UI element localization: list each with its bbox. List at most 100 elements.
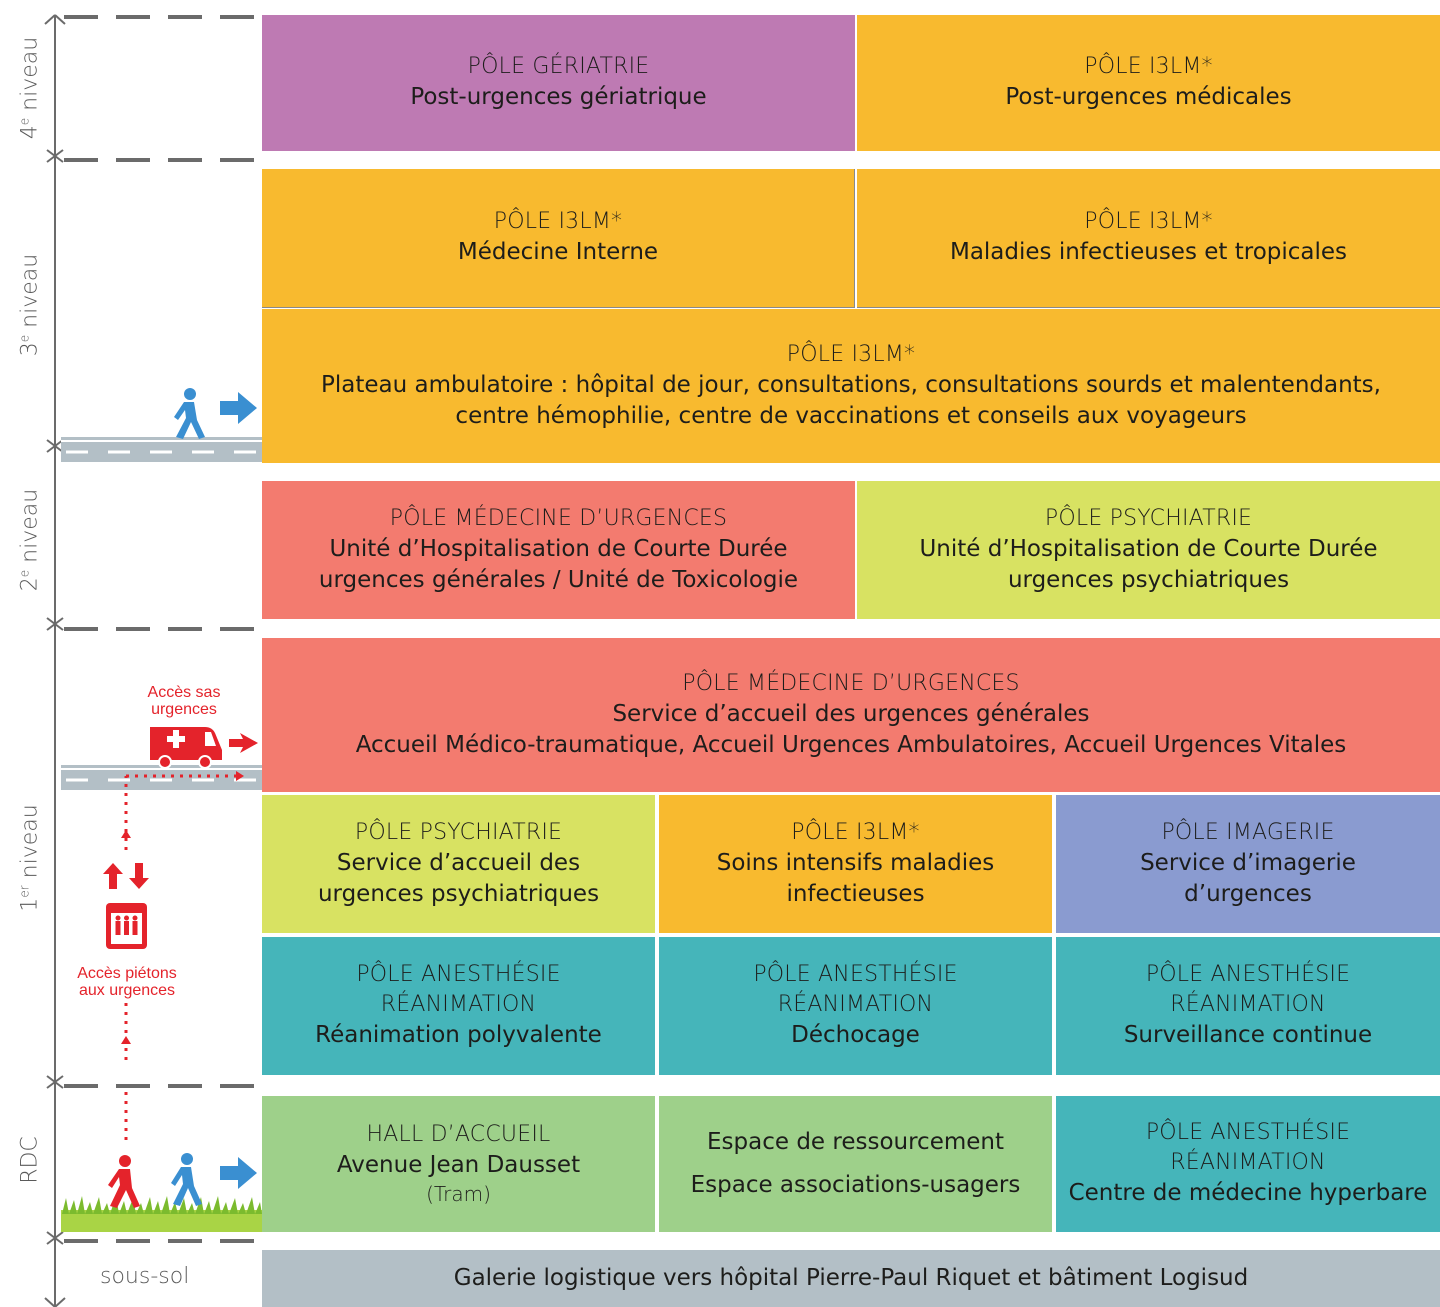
level-label-2: 2e niveau (17, 489, 42, 591)
block-soins-intensifs: PÔLE I3LM* Soins intensifs maladies infe… (659, 795, 1052, 933)
service-line: d’urgences (1184, 880, 1312, 907)
pole-label: PÔLE ANESTHÉSIE (1145, 1120, 1351, 1146)
block-medecine-interne: PÔLE I3LM* Médecine Interne (262, 169, 855, 308)
pole-label: PÔLE I3LM* (1084, 54, 1213, 80)
level-word: niveau (17, 253, 43, 335)
service-label: Centre de médecine hyperbare (1068, 1180, 1428, 1207)
level-number: 2 (17, 577, 43, 592)
pietons-urgences-label: Accès piétons aux urgences (77, 965, 177, 999)
pole-label: HALL D’ACCUEIL (366, 1121, 551, 1147)
pole-label: PÔLE ANESTHÉSIE (356, 962, 561, 988)
service-label: Post-urgences gériatrique (410, 84, 707, 111)
service-line: Unité d’Hospitalisation de Courte Durée (919, 535, 1378, 562)
service-line: urgences générales / Unité de Toxicologi… (318, 566, 799, 593)
pole-label: RÉANIMATION (1170, 992, 1326, 1018)
block-uhcd-psychiatrie: PÔLE PSYCHIATRIE Unité d’Hospitalisation… (857, 481, 1440, 619)
block-i3lm-post-urgences: PÔLE I3LM* Post-urgences médicales (857, 15, 1440, 151)
block-maladies-infectieuses: PÔLE I3LM* Maladies infectieuses et trop… (857, 169, 1440, 308)
level-word: niveau (17, 804, 43, 886)
service-label: Post-urgences médicales (1005, 84, 1292, 111)
road-level1 (61, 765, 262, 790)
service-label: Avenue Jean Dausset (336, 1151, 581, 1178)
pedestrian-icon-level3 (174, 388, 205, 439)
arrow-right-icon (220, 1157, 257, 1189)
block-imagerie-urgences: PÔLE IMAGERIE Service d’imagerie d’urgen… (1056, 795, 1440, 933)
elevator-icon (103, 863, 149, 949)
block-accueil-urgences-generales: PÔLE MÉDECINE D’URGENCES Service d’accue… (262, 638, 1440, 792)
road-level3 (61, 437, 262, 462)
ambulance-icon (150, 727, 222, 769)
arrow-right-icon (220, 392, 257, 424)
level-label-rdc: RDC (17, 1136, 43, 1184)
block-plateau-ambulatoire: PÔLE I3LM* Plateau ambulatoire : hôpital… (262, 309, 1440, 463)
level-number: 4 (17, 125, 43, 140)
level-word: niveau (17, 36, 43, 118)
service-label: Galerie logistique vers hôpital Pierre-P… (453, 1264, 1249, 1291)
arrow-right-icon (229, 733, 258, 753)
block-medecine-hyperbare: PÔLE ANESTHÉSIE RÉANIMATION Centre de mé… (1056, 1096, 1440, 1232)
pole-label: PÔLE PSYCHIATRIE (354, 819, 563, 845)
service-label: Surveillance continue (1123, 1022, 1373, 1049)
service-line: Accueil Médico-traumatique, Accueil Urge… (355, 731, 1347, 758)
level-label-4: 4e niveau (17, 37, 42, 139)
service-line: Espace de ressourcement (707, 1128, 1004, 1155)
service-line: urgences psychiatriques (1007, 566, 1290, 593)
block-dechocage: PÔLE ANESTHÉSIE RÉANIMATION Déchocage (659, 937, 1052, 1075)
pole-label: RÉANIMATION (1170, 1150, 1326, 1176)
pole-label: PÔLE I3LM* (786, 341, 916, 367)
level-ordinal: er (17, 885, 32, 898)
service-line: Service d’accueil des (336, 849, 581, 876)
pedestrian-icon-red (108, 1155, 140, 1208)
level-number: 3 (17, 342, 43, 357)
level-label-3: 3e niveau (17, 254, 42, 356)
level-ordinal: e (17, 569, 32, 578)
service-line: Espace associations-usagers (690, 1172, 1021, 1198)
level-ordinal: e (17, 117, 32, 126)
pole-label: PÔLE I3LM* (1084, 209, 1213, 235)
service-label: Maladies infectieuses et tropicales (949, 239, 1348, 266)
service-line: Service d’accueil des urgences générales (612, 700, 1090, 727)
level-label-1: 1er niveau (17, 804, 42, 911)
service-line: Plateau ambulatoire : hôpital de jour, c… (321, 371, 1381, 398)
pole-label: PÔLE MÉDECINE D’URGENCES (389, 505, 728, 531)
pole-label: RÉANIMATION (777, 992, 934, 1018)
block-surveillance-continue: PÔLE ANESTHÉSIE RÉANIMATION Surveillance… (1056, 937, 1440, 1075)
block-geriatrie-post-urgences: PÔLE GÉRIATRIE Post-urgences gériatrique (262, 15, 855, 151)
service-label: Réanimation polyvalente (315, 1022, 602, 1049)
service-line: urgences psychiatriques (317, 880, 600, 907)
axis-ticks (44, 14, 66, 1307)
level-label-sous-sol: sous-sol (100, 1264, 190, 1289)
block-reanimation-polyvalente: PÔLE ANESTHÉSIE RÉANIMATION Réanimation … (262, 937, 655, 1075)
service-line: Soins intensifs maladies (716, 849, 995, 876)
tram-note: (Tram) (426, 1181, 491, 1206)
pole-label: PÔLE ANESTHÉSIE (1145, 962, 1351, 988)
pole-label: PÔLE IMAGERIE (1161, 819, 1335, 845)
pole-label: PÔLE PSYCHIATRIE (1044, 505, 1253, 531)
block-galerie-logistique: Galerie logistique vers hôpital Pierre-P… (262, 1250, 1440, 1307)
block-uhcd-urgences: PÔLE MÉDECINE D’URGENCES Unité d’Hospita… (262, 481, 855, 619)
pole-label: PÔLE ANESTHÉSIE (753, 962, 958, 988)
sas-urgences-label: Accès sas urgences (147, 684, 221, 718)
block-hall-accueil: HALL D’ACCUEIL Avenue Jean Dausset (Tram… (262, 1096, 655, 1232)
pole-label: PÔLE MÉDECINE D’URGENCES (682, 670, 1020, 696)
block-accueil-psychiatrie: PÔLE PSYCHIATRIE Service d’accueil des u… (262, 795, 655, 933)
path-arrowheads (121, 771, 244, 1044)
service-line: centre hémophilie, centre de vaccination… (455, 402, 1247, 429)
level-separators (64, 15, 262, 1243)
pole-label: PÔLE GÉRIATRIE (467, 54, 650, 80)
pole-label: PÔLE I3LM* (791, 819, 920, 845)
service-label: Médecine Interne (457, 239, 659, 266)
level-ordinal: e (17, 334, 32, 343)
level-number: 1 (17, 897, 43, 912)
service-line: infectieuses (786, 880, 925, 907)
service-line: Unité d’Hospitalisation de Courte Durée (329, 535, 788, 562)
pole-label: PÔLE I3LM* (493, 209, 623, 235)
block-espaces: Espace de ressourcement Espace associati… (659, 1096, 1052, 1232)
pedestrian-icon-rdc (171, 1153, 202, 1206)
grass-ground (61, 1196, 262, 1232)
pole-label: RÉANIMATION (380, 992, 537, 1018)
service-label: Déchocage (791, 1022, 920, 1049)
service-line: Service d’imagerie (1140, 849, 1356, 876)
pedestrian-path (124, 774, 240, 1140)
